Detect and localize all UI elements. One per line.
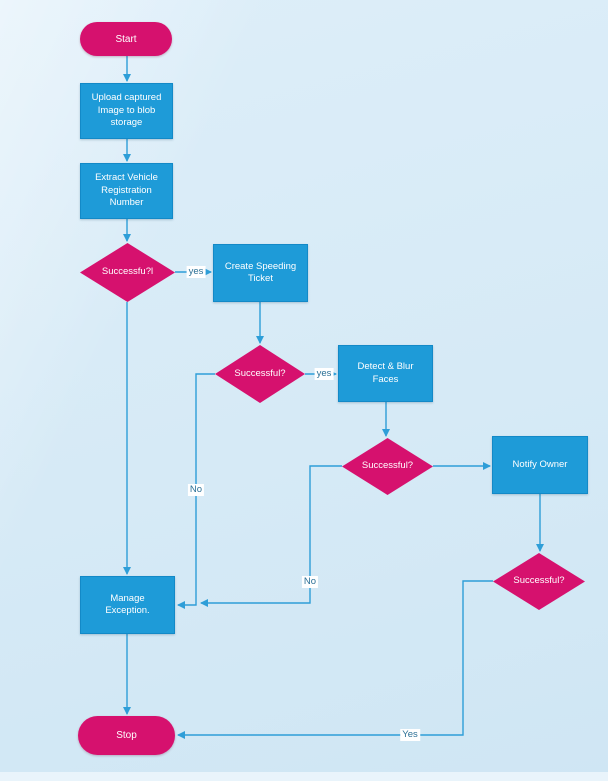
node-create-speeding-ticket[interactable]: Create Speeding Ticket — [213, 244, 308, 302]
node-manage-exception-label: Manage Exception. — [105, 592, 150, 616]
edge-label-decision1-yes[interactable]: yes — [186, 266, 206, 278]
edge-label-decision2-no[interactable]: No — [187, 484, 205, 496]
connector-decision4-yes-to-stop — [177, 580, 493, 739]
edge-label-decision4-yes[interactable]: Yes — [400, 729, 420, 741]
node-extract-registration-label: Extract Vehicle Registration Number — [95, 172, 158, 209]
node-manage-exception[interactable]: Manage Exception. — [80, 576, 175, 634]
node-notify-owner-label: Notify Owner — [512, 458, 568, 470]
edge-label-decision2-yes[interactable]: yes — [314, 368, 334, 380]
node-create-speeding-ticket-label: Create Speeding Ticket — [224, 260, 297, 284]
node-start[interactable]: Start — [80, 22, 172, 56]
edge-label-decision3-no[interactable]: No — [301, 576, 319, 588]
node-upload-image-label: Upload captured Image to blob storage — [91, 92, 162, 129]
canvas-bottom-strip — [0, 772, 608, 781]
node-decision-extract-successful-label: Successfu?l — [101, 266, 154, 278]
node-decision-notify-successful-label: Successful? — [513, 575, 565, 587]
node-detect-blur-faces-label: Detect & Blur Faces — [357, 361, 414, 385]
node-decision-blur-successful-label: Successful? — [361, 460, 414, 472]
node-stop-label: Stop — [116, 730, 137, 741]
node-upload-image[interactable]: Upload captured Image to blob storage — [80, 83, 173, 139]
node-notify-owner[interactable]: Notify Owner — [492, 436, 588, 494]
node-stop[interactable]: Stop — [78, 716, 175, 755]
node-start-label: Start — [115, 33, 137, 45]
node-extract-registration[interactable]: Extract Vehicle Registration Number — [80, 163, 173, 219]
node-detect-blur-faces[interactable]: Detect & Blur Faces — [338, 345, 433, 402]
connector-decision3-no — [200, 465, 342, 607]
node-decision-ticket-successful-label: Successful? — [234, 367, 286, 379]
